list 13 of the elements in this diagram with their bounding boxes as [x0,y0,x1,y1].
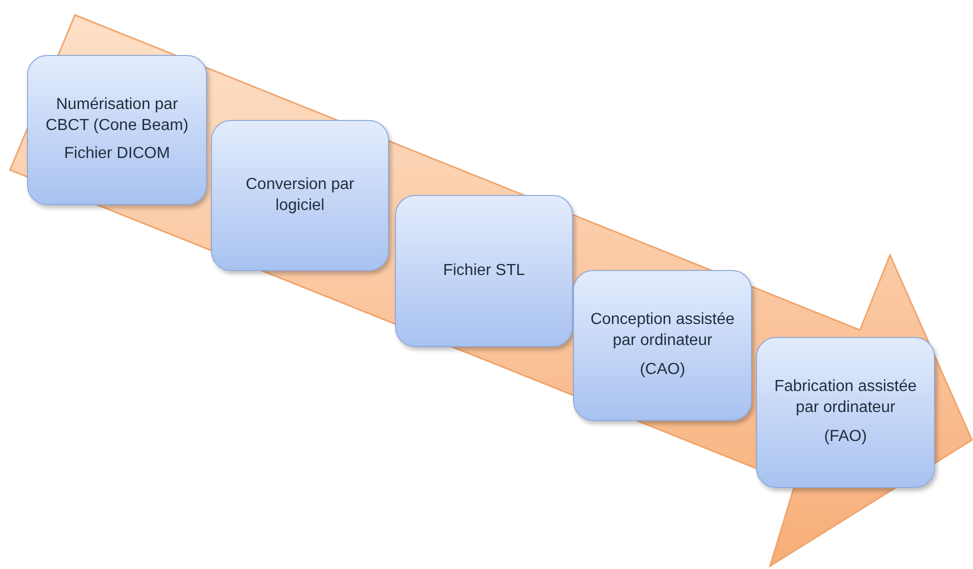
box-label: Numérisation par CBCT (Cone Beam) [44,94,190,136]
box-label: Fabrication assistée par ordinateur [773,377,918,418]
box-label: (CAO) [640,360,686,380]
box-label: Fichier DICOM [64,144,170,164]
box-label: Fichier STL [443,260,525,281]
process-box [573,270,752,421]
box-label: (FAO) [824,426,867,447]
process-box [395,195,573,347]
process-box [211,120,389,271]
process-box [27,55,207,205]
box-label: Conception assistée par ordinateur [589,310,736,352]
process-box [756,337,935,488]
box-label: Conversion par logiciel [244,174,356,216]
